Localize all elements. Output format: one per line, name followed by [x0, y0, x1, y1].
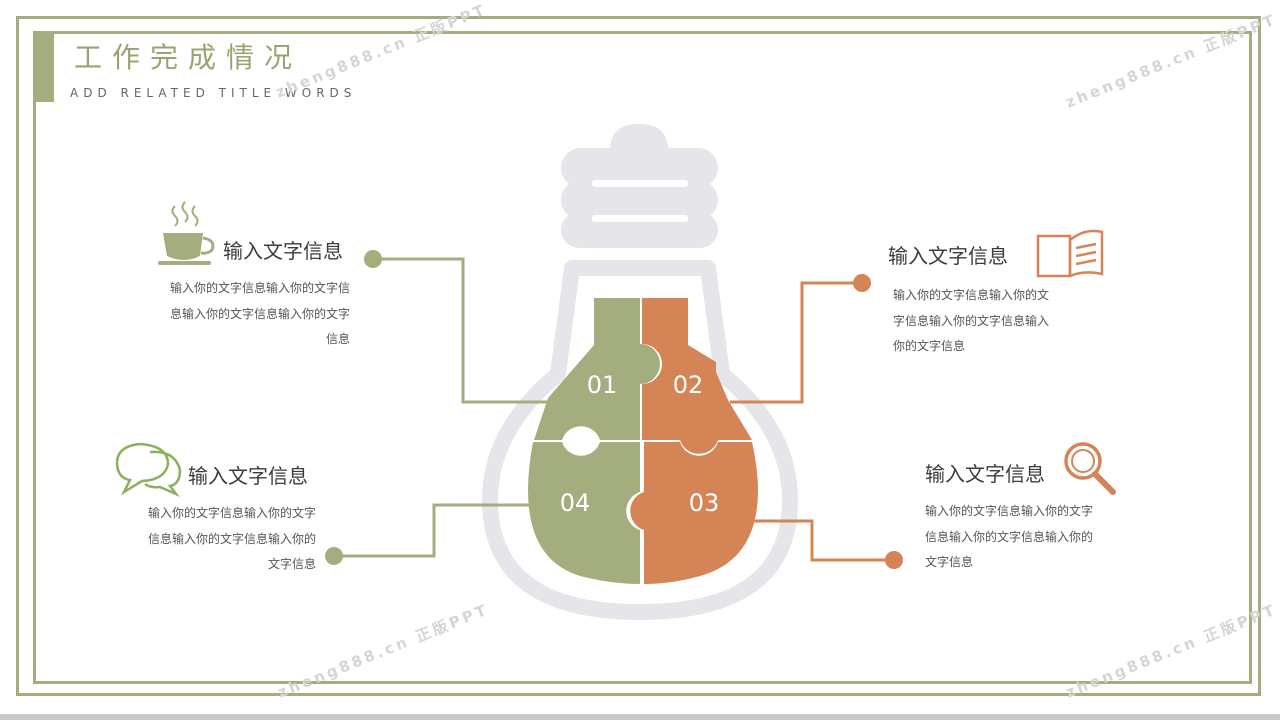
info-heading-02: 输入文字信息: [888, 244, 1008, 268]
info-heading-03: 输入文字信息: [188, 464, 308, 488]
open-book-icon: [1036, 229, 1104, 278]
piece-label-04: 04: [560, 489, 591, 517]
title-accent-bar: [34, 32, 54, 102]
coffee-cup-icon: [158, 201, 215, 265]
connector-04: [334, 503, 532, 558]
connector-dot-02: [853, 274, 871, 292]
bottom-strip: [0, 714, 1280, 720]
connector-03: [748, 519, 894, 562]
piece-label-01: 01: [587, 371, 618, 399]
connector-dot-03: [885, 551, 903, 569]
puzzle-piece-01: [534, 298, 660, 440]
info-body-03: 输入你的文字信息输入你的文字信息输入你的文字信息输入你的文字信息: [147, 506, 316, 571]
speech-bubbles-icon: [115, 442, 182, 498]
info-block-03: 输入文字信息 输入你的文字信息输入你的文字信息输入你的文字信息输入你的文字信息: [140, 460, 316, 578]
connector-02: [730, 281, 862, 404]
puzzle-piece-04: [528, 442, 640, 584]
connector-01: [373, 257, 556, 404]
info-block-04: 输入文字信息 输入你的文字信息输入你的文字信息输入你的文字信息输入你的文字信息: [925, 458, 1097, 576]
outer-frame: [16, 16, 1261, 696]
inner-frame: [33, 31, 1252, 684]
page-title: 工作完成情况: [74, 41, 303, 74]
connector-dot-01: [364, 250, 382, 268]
info-body-04: 输入你的文字信息输入你的文字信息输入你的文字信息输入你的文字信息: [925, 504, 1094, 569]
info-heading-01: 输入文字信息: [223, 239, 343, 263]
puzzle-piece-03: [630, 442, 758, 584]
page-subtitle: ADD RELATED TITLE WORDS: [70, 86, 357, 100]
magnifier-icon: [1064, 442, 1116, 495]
info-block-01: 输入文字信息 输入你的文字信息输入你的文字信息输入你的文字信息输入你的文字信息: [160, 235, 350, 353]
info-heading-04: 输入文字信息: [925, 462, 1045, 486]
piece-label-02: 02: [673, 371, 704, 399]
piece-label-03: 03: [689, 489, 720, 517]
puzzle-piece-02: [642, 298, 752, 454]
info-body-02: 输入你的文字信息输入你的文字信息输入你的文字信息输入你的文字信息: [893, 288, 1050, 353]
bulb-outline: [482, 260, 798, 620]
connector-dot-04: [325, 547, 343, 565]
info-body-01: 输入你的文字信息输入你的文字信息输入你的文字信息输入你的文字信息: [169, 281, 350, 346]
info-block-02: 输入文字信息 输入你的文字信息输入你的文字信息输入你的文字信息输入你的文字信息: [888, 240, 1050, 360]
